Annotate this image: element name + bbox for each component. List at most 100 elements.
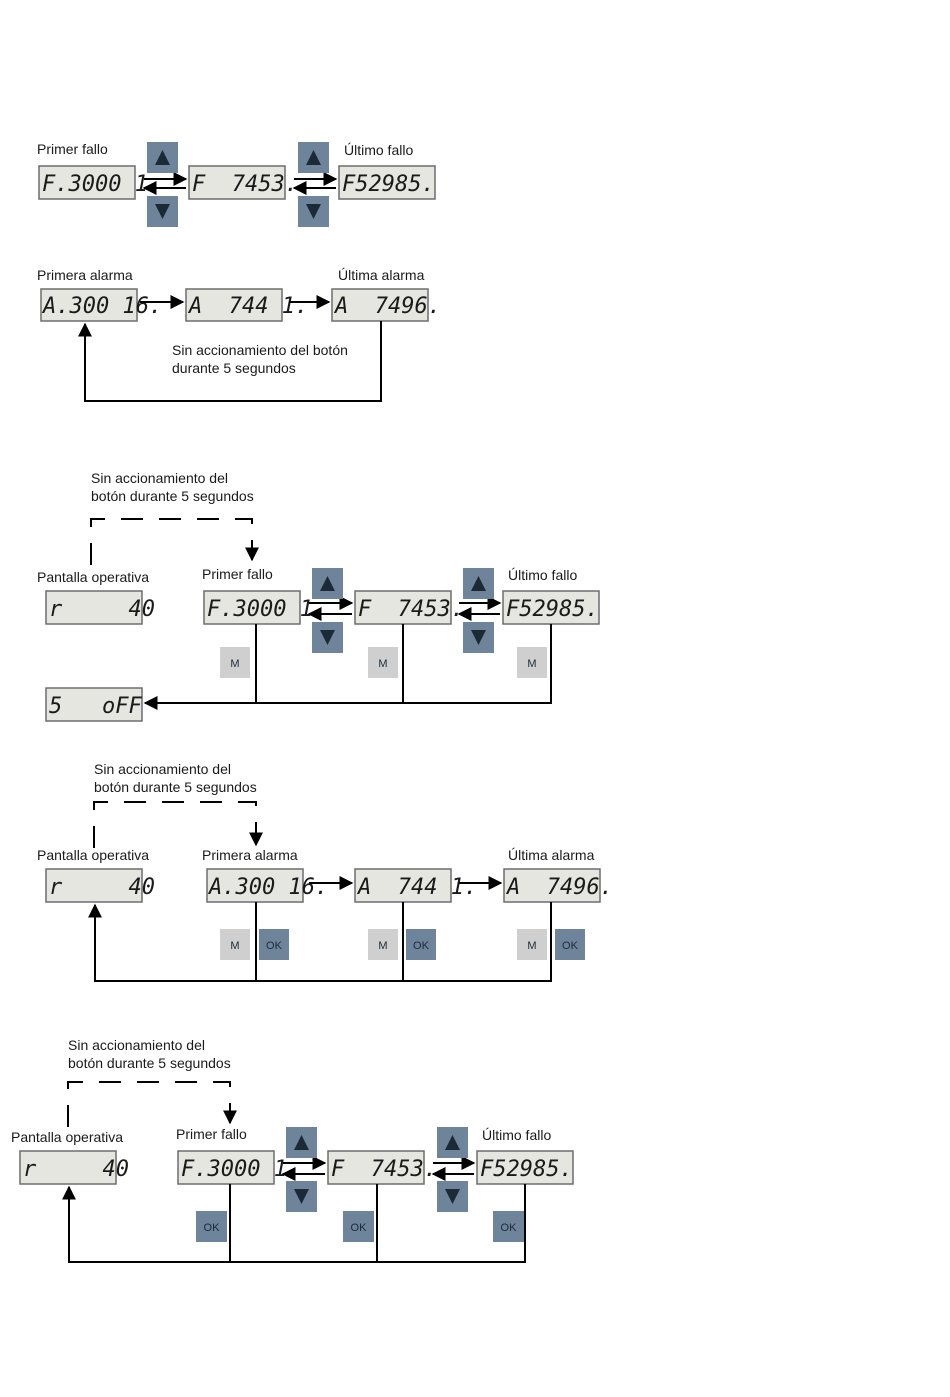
m-button-label: M	[378, 658, 387, 670]
m-button[interactable]: M	[517, 929, 547, 960]
diagram-alarms-m-ok: Sin accionamiento del botón durante 5 se…	[37, 761, 613, 982]
display-alarm-first-text: A.300 16.	[207, 875, 328, 900]
display-soff-text: 5 oFF	[49, 694, 142, 719]
down-button[interactable]	[298, 196, 329, 227]
display-fault-first	[177, 1150, 275, 1185]
note-timeout-line2: botón durante 5 segundos	[91, 488, 254, 504]
down-arrow-icon	[445, 1189, 460, 1204]
down-arrow-icon	[320, 630, 335, 645]
diagram-fault-list: Primer fallo Último fallo F.3000 1. F 74…	[37, 141, 436, 227]
up-arrow-icon	[155, 150, 170, 165]
up-button[interactable]	[437, 1127, 468, 1158]
note-timeout-line1: Sin accionamiento del botón	[172, 342, 348, 358]
ok-button[interactable]: OK	[259, 929, 289, 960]
display-fault-middle	[327, 1150, 425, 1185]
ok-button-label: OK	[562, 940, 579, 952]
note-timeout-line1: Sin accionamiento del	[91, 470, 228, 486]
down-arrow-icon	[306, 204, 321, 219]
label-ultimo-fallo: Último fallo	[508, 567, 577, 583]
ok-button[interactable]: OK	[493, 1211, 524, 1242]
display-operating-text: r 40	[23, 1157, 129, 1182]
ok-button-label: OK	[351, 1222, 368, 1234]
down-button[interactable]	[147, 196, 178, 227]
display-operating-text: r 40	[49, 597, 155, 622]
display-fault-last-text: F52985.	[506, 597, 599, 622]
ok-button[interactable]: OK	[196, 1211, 227, 1242]
up-button[interactable]	[286, 1127, 317, 1158]
note-timeout-line1: Sin accionamiento del	[68, 1037, 205, 1053]
display-alarm-middle-text: A 744 1.	[356, 875, 477, 900]
display-fault-first	[38, 165, 136, 200]
display-alarm-last-text: A 7496.	[505, 875, 613, 900]
note-timeout-line2: botón durante 5 segundos	[94, 779, 257, 795]
display-fault-last	[338, 165, 436, 200]
down-button[interactable]	[437, 1181, 468, 1212]
m-button-label: M	[230, 658, 239, 670]
diagram-faults-ok-key: Sin accionamiento del botón durante 5 se…	[11, 1037, 574, 1263]
label-primera-alarma: Primera alarma	[202, 847, 298, 863]
up-button[interactable]	[312, 568, 343, 599]
label-primer-fallo: Primer fallo	[37, 141, 108, 157]
label-pantalla-operativa: Pantalla operativa	[37, 847, 149, 863]
ok-button[interactable]: OK	[555, 929, 585, 960]
ok-button-label: OK	[266, 940, 283, 952]
display-fault-last	[476, 1150, 574, 1185]
up-arrow-icon	[320, 576, 335, 591]
display-fault-last-text: F52985.	[342, 172, 435, 197]
label-ultimo-fallo: Último fallo	[344, 142, 413, 158]
display-operating-text: r 40	[49, 875, 155, 900]
note-timeout-line2: durante 5 segundos	[172, 360, 296, 376]
m-button[interactable]: M	[220, 929, 250, 960]
m-button[interactable]: M	[368, 929, 398, 960]
ok-button-label: OK	[501, 1222, 518, 1234]
display-fault-middle-text: F 7453.	[331, 1157, 437, 1182]
down-button[interactable]	[463, 622, 494, 653]
display-alarm-last	[503, 868, 601, 903]
label-primer-fallo: Primer fallo	[176, 1126, 247, 1142]
display-fault-first	[203, 590, 301, 625]
display-fault-last-text: F52985.	[480, 1157, 573, 1182]
display-fault-last	[502, 590, 600, 625]
display-fault-middle	[354, 590, 452, 625]
display-alarm-middle-text: A 744 1.	[187, 294, 308, 319]
note-timeout-line1: Sin accionamiento del	[94, 761, 231, 777]
up-button[interactable]	[298, 142, 329, 173]
display-operating	[45, 868, 143, 903]
up-arrow-icon	[471, 576, 486, 591]
label-primera-alarma: Primera alarma	[37, 267, 133, 283]
display-fault-first-text: F.3000 1.	[42, 172, 161, 197]
diagram-alarm-list: Primera alarma Última alarma A.300 16. A…	[37, 267, 441, 402]
down-button[interactable]	[312, 622, 343, 653]
label-pantalla-operativa: Pantalla operativa	[11, 1129, 123, 1145]
down-arrow-icon	[155, 204, 170, 219]
ok-button[interactable]: OK	[406, 929, 436, 960]
display-fault-middle	[188, 165, 286, 200]
m-button[interactable]: M	[368, 647, 398, 678]
label-ultimo-fallo: Último fallo	[482, 1127, 551, 1143]
label-primer-fallo: Primer fallo	[202, 566, 273, 582]
m-button-label: M	[527, 940, 536, 952]
up-arrow-icon	[445, 1135, 460, 1150]
display-fault-middle-text: F 7453.	[192, 172, 298, 197]
m-button[interactable]: M	[220, 647, 250, 678]
display-alarm-first	[206, 868, 304, 903]
display-fault-first-text: F.3000 1.	[207, 597, 326, 622]
ok-button-label: OK	[204, 1222, 221, 1234]
ok-button-label: OK	[413, 940, 430, 952]
down-button[interactable]	[286, 1181, 317, 1212]
display-alarm-middle	[185, 288, 283, 322]
up-button[interactable]	[463, 568, 494, 599]
label-ultima-alarma: Última alarma	[508, 847, 595, 863]
up-button[interactable]	[147, 142, 178, 173]
display-alarm-first-text: A.300 16.	[41, 294, 162, 319]
display-alarm-first	[40, 288, 138, 322]
diagram-faults-m-key: Sin accionamiento del botón durante 5 se…	[37, 470, 600, 722]
up-arrow-icon	[306, 150, 321, 165]
m-button[interactable]: M	[517, 647, 547, 678]
display-operating	[19, 1150, 117, 1185]
display-operating	[45, 590, 143, 625]
display-soff	[45, 687, 143, 722]
note-timeout-line2: botón durante 5 segundos	[68, 1055, 231, 1071]
ok-button[interactable]: OK	[343, 1211, 374, 1242]
down-arrow-icon	[471, 630, 486, 645]
